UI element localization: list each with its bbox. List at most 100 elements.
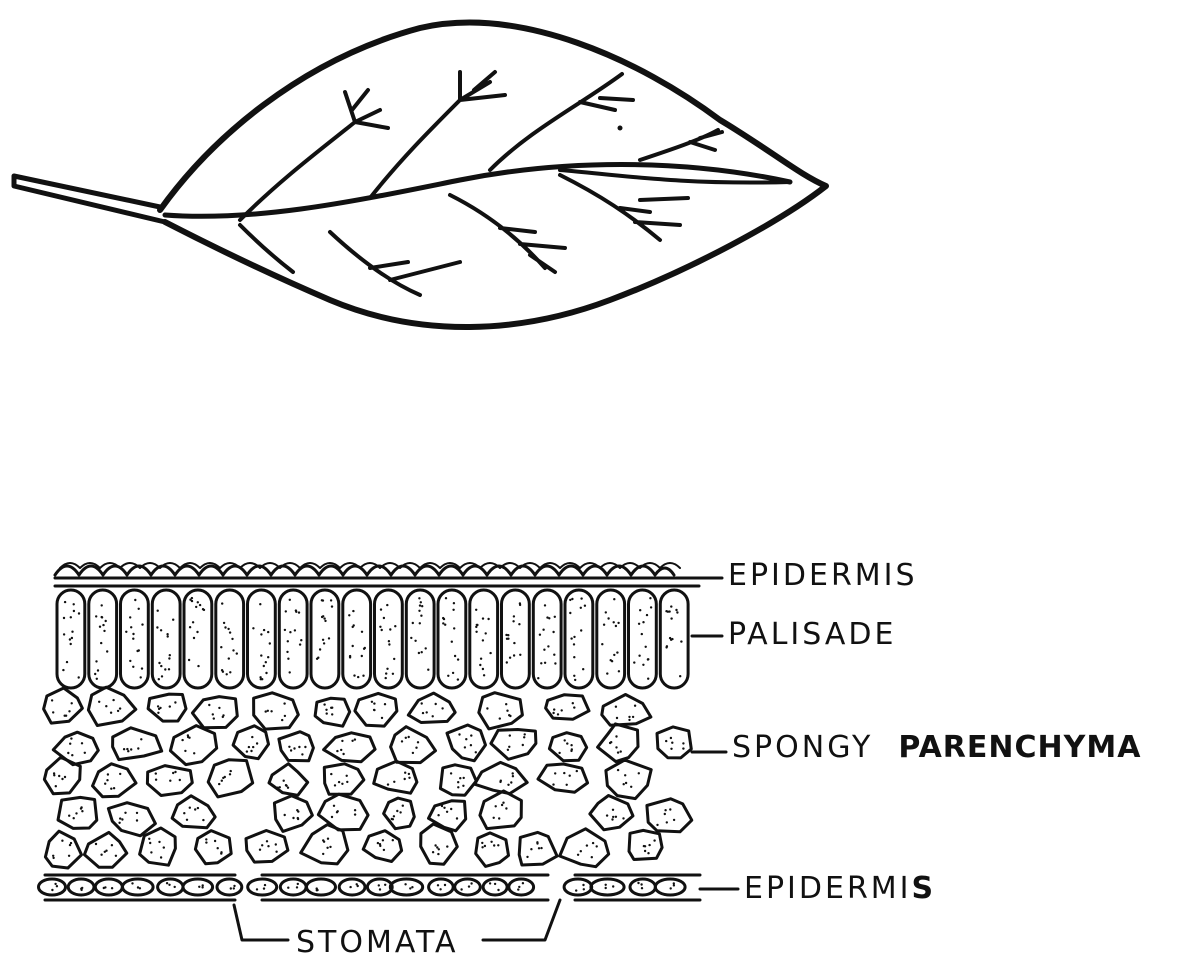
cell-stipple	[610, 741, 612, 743]
cell-stipple	[451, 641, 453, 643]
cell-stipple	[434, 844, 436, 846]
cell-stipple	[679, 675, 681, 677]
cell-stipple	[362, 675, 364, 677]
cell-stipple	[51, 889, 53, 891]
cell-stipple	[192, 621, 194, 623]
cell-stipple	[104, 783, 106, 785]
cell-stipple	[68, 855, 70, 857]
lower-epidermis-cell	[39, 879, 66, 895]
cell-stipple	[422, 712, 424, 714]
cell-stipple	[141, 667, 143, 669]
cell-stipple	[181, 739, 183, 741]
label-spongy-parenchyma: SPONGY PARENCHYMA	[732, 733, 1141, 763]
cell-stipple	[421, 702, 423, 704]
cell-stipple	[275, 843, 277, 845]
cell-stipple	[420, 601, 422, 603]
cell-stipple	[150, 851, 152, 853]
spongy-cell	[148, 694, 186, 721]
cell-stipple	[479, 664, 481, 666]
cell-stipple	[452, 609, 454, 611]
cell-stipple	[132, 666, 134, 668]
cell-stipple	[275, 851, 277, 853]
cell-stipple	[138, 608, 140, 610]
spongy-cell	[429, 801, 466, 831]
cell-stipple	[330, 599, 332, 601]
cell-stipple	[202, 819, 204, 821]
cell-stipple	[380, 608, 382, 610]
cell-stipple	[615, 816, 617, 818]
cell-stipple	[169, 780, 171, 782]
cell-stipple	[95, 615, 97, 617]
cell-stipple	[283, 702, 285, 704]
label-palisade: PALISADE	[728, 620, 896, 650]
cell-stipple	[573, 706, 575, 708]
cell-stipple	[224, 776, 226, 778]
cell-stipple	[512, 620, 514, 622]
spongy-cell	[274, 796, 312, 832]
palisade-cell	[184, 590, 212, 688]
lower-epidermis-cell	[455, 879, 481, 895]
cell-stipple	[334, 784, 336, 786]
cell-stipple	[99, 626, 101, 628]
cell-stipple	[628, 719, 630, 721]
cell-stipple	[484, 845, 486, 847]
cell-stipple	[384, 884, 386, 886]
cell-stipple	[101, 616, 103, 618]
cell-stipple	[537, 677, 539, 679]
cell-stipple	[352, 645, 354, 647]
lower-epidermis-cell	[429, 879, 454, 895]
cell-stipple	[105, 620, 107, 622]
palisade-cell	[470, 590, 498, 688]
cell-stipple	[653, 839, 655, 841]
cell-stipple	[605, 611, 607, 613]
lower-epidermis-cell	[339, 879, 365, 895]
spongy-cell	[254, 693, 299, 729]
cell-stipple	[157, 705, 159, 707]
cell-stipple	[618, 670, 620, 672]
palisade-cell	[343, 590, 371, 688]
cell-stipple	[446, 811, 448, 813]
cell-stipple	[513, 642, 515, 644]
cell-stipple	[542, 629, 544, 631]
cell-stipple	[112, 699, 114, 701]
cell-stipple	[168, 657, 170, 659]
cell-stipple	[457, 786, 459, 788]
cell-stipple	[513, 654, 515, 656]
cell-stipple	[260, 678, 262, 680]
spongy-cell	[93, 764, 137, 797]
cell-stipple	[470, 734, 472, 736]
cell-stipple	[110, 788, 112, 790]
cell-stipple	[354, 809, 356, 811]
cell-stipple	[285, 785, 287, 787]
cell-stipple	[63, 633, 65, 635]
cell-stipple	[336, 750, 338, 752]
cell-stipple	[119, 817, 121, 819]
cell-stipple	[493, 844, 495, 846]
cell-stipple	[246, 750, 248, 752]
cell-stipple	[349, 655, 351, 657]
cell-stipple	[569, 775, 571, 777]
cell-stipple	[427, 669, 429, 671]
cell-stipple	[418, 610, 420, 612]
cell-stipple	[510, 781, 512, 783]
cell-stipple	[351, 740, 353, 742]
cell-stipple	[317, 657, 319, 659]
cell-stipple	[348, 614, 350, 616]
cell-stipple	[404, 883, 406, 885]
cell-stipple	[250, 750, 252, 752]
label-epidermis-upper: EPIDERMIS	[728, 561, 918, 591]
cell-stipple	[548, 617, 550, 619]
spongy-cell	[315, 698, 350, 726]
cell-stipple	[482, 668, 484, 670]
palisade-cell	[248, 590, 276, 688]
cell-stipple	[625, 782, 627, 784]
cell-stipple	[287, 658, 289, 660]
cell-stipple	[553, 708, 555, 710]
cell-stipple	[458, 733, 460, 735]
cell-stipple	[62, 669, 64, 671]
cell-stipple	[680, 640, 682, 642]
cell-stipple	[638, 623, 640, 625]
cell-stipple	[100, 854, 102, 856]
spongy-cell	[44, 757, 80, 794]
cell-stipple	[402, 805, 404, 807]
